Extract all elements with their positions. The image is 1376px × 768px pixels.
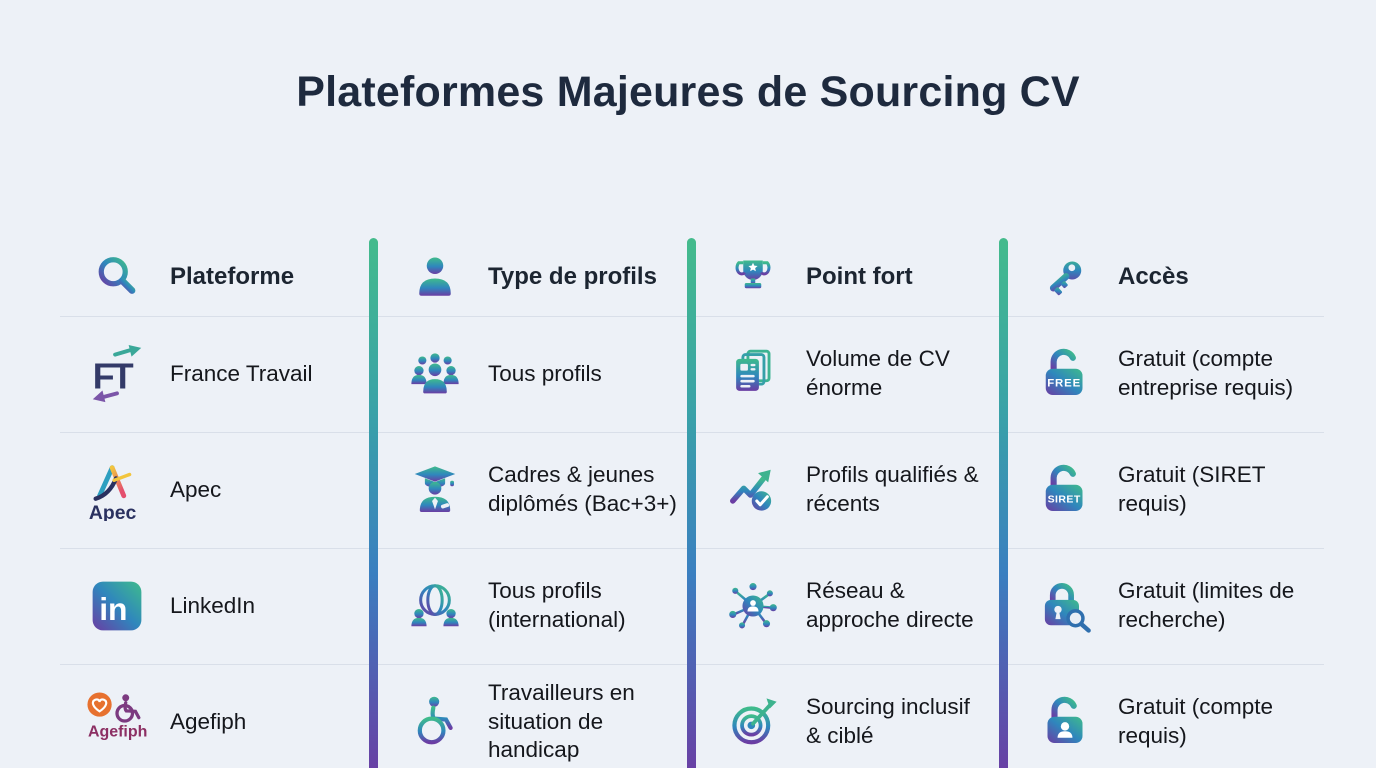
svg-text:SIRET: SIRET bbox=[1048, 493, 1081, 505]
header-label: Point fort bbox=[806, 263, 913, 290]
cell-profils-france-travail: Tous profils bbox=[378, 316, 686, 432]
svg-text:FT: FT bbox=[93, 357, 134, 397]
platform-name: Apec bbox=[170, 476, 222, 502]
platform-name: Agefiph bbox=[170, 708, 247, 734]
person-icon bbox=[402, 253, 468, 301]
cell-point-fort-france-travail: Volume de CV énorme bbox=[696, 316, 998, 432]
cell-platform-france-travail: FT France Travail bbox=[60, 316, 368, 432]
trending-up-check-icon bbox=[720, 463, 786, 517]
point-fort-text: Volume de CV énorme bbox=[806, 346, 950, 400]
svg-text:FREE: FREE bbox=[1047, 378, 1081, 390]
graduate-icon bbox=[402, 463, 468, 517]
acces-text: Gratuit (SIRET requis) bbox=[1118, 462, 1266, 516]
cell-acces-france-travail: FREE Gratuit (compte entreprise requis) bbox=[1008, 316, 1330, 432]
target-icon bbox=[720, 695, 786, 749]
key-icon bbox=[1032, 253, 1098, 301]
open-lock-user-icon bbox=[1032, 694, 1098, 750]
point-fort-text: Réseau & approche directe bbox=[806, 578, 974, 632]
linkedin-logo: in bbox=[84, 576, 150, 636]
cell-profils-apec: Cadres & jeunes diplômés (Bac+3+) bbox=[378, 432, 686, 548]
agefiph-logo: Agefiph bbox=[84, 691, 150, 753]
header-cell-plateforme: Plateforme bbox=[60, 238, 368, 316]
svg-text:Agefiph: Agefiph bbox=[88, 724, 147, 741]
point-fort-text: Sourcing inclusif & ciblé bbox=[806, 694, 970, 748]
svg-text:Apec: Apec bbox=[89, 502, 137, 521]
page-title: Plateformes Majeures de Sourcing CV bbox=[296, 68, 1080, 116]
point-fort-text: Profils qualifiés & récents bbox=[806, 462, 979, 516]
cell-platform-agefiph: Agefiph Agefiph bbox=[60, 664, 368, 768]
network-icon bbox=[720, 579, 786, 633]
cell-acces-linkedin: Gratuit (limites de recherche) bbox=[1008, 548, 1330, 664]
platform-name: France Travail bbox=[170, 360, 313, 386]
cell-point-fort-linkedin: Réseau & approche directe bbox=[696, 548, 998, 664]
sourcing-table: Plateforme Type de profils Point fort Ac… bbox=[60, 238, 1330, 768]
header-label: Type de profils bbox=[488, 263, 657, 290]
cell-point-fort-apec: Profils qualifiés & récents bbox=[696, 432, 998, 548]
profils-text: Cadres & jeunes diplômés (Bac+3+) bbox=[488, 462, 677, 516]
cell-platform-apec: Apec Apec bbox=[60, 432, 368, 548]
platform-name: LinkedIn bbox=[170, 592, 256, 618]
search-icon bbox=[84, 253, 150, 301]
cell-point-fort-agefiph: Sourcing inclusif & ciblé bbox=[696, 664, 998, 768]
people-group-icon bbox=[402, 347, 468, 401]
wheelchair-icon bbox=[402, 695, 468, 749]
apec-logo: Apec bbox=[84, 459, 150, 521]
cell-platform-linkedin: in LinkedIn bbox=[60, 548, 368, 664]
acces-text: Gratuit (compte requis) bbox=[1118, 694, 1274, 748]
trophy-icon bbox=[720, 253, 786, 301]
column-divider bbox=[368, 238, 378, 768]
header-label: Plateforme bbox=[170, 263, 295, 290]
open-lock-siret-icon: SIRET bbox=[1032, 462, 1098, 518]
cell-acces-agefiph: Gratuit (compte requis) bbox=[1008, 664, 1330, 768]
cell-profils-linkedin: Tous profils (international) bbox=[378, 548, 686, 664]
cell-profils-agefiph: Travailleurs en situation de handicap bbox=[378, 664, 686, 768]
profils-text: Tous profils bbox=[488, 360, 602, 386]
globe-people-icon bbox=[402, 579, 468, 633]
open-lock-free-icon: FREE bbox=[1032, 346, 1098, 402]
acces-text: Gratuit (compte entreprise requis) bbox=[1118, 346, 1294, 400]
profils-text: Travailleurs en situation de handicap bbox=[488, 679, 635, 763]
france-travail-logo: FT bbox=[84, 343, 150, 405]
column-divider bbox=[686, 238, 696, 768]
svg-text:in: in bbox=[99, 591, 127, 627]
cv-stack-icon bbox=[720, 347, 786, 401]
profils-text: Tous profils (international) bbox=[488, 578, 626, 632]
lock-search-icon bbox=[1032, 578, 1098, 634]
header-cell-acces: Accès bbox=[1008, 238, 1330, 316]
header-cell-profils: Type de profils bbox=[378, 238, 686, 316]
header-label: Accès bbox=[1118, 263, 1189, 290]
acces-text: Gratuit (limites de recherche) bbox=[1118, 578, 1295, 632]
header-cell-point-fort: Point fort bbox=[696, 238, 998, 316]
column-divider bbox=[998, 238, 1008, 768]
cell-acces-apec: SIRET Gratuit (SIRET requis) bbox=[1008, 432, 1330, 548]
